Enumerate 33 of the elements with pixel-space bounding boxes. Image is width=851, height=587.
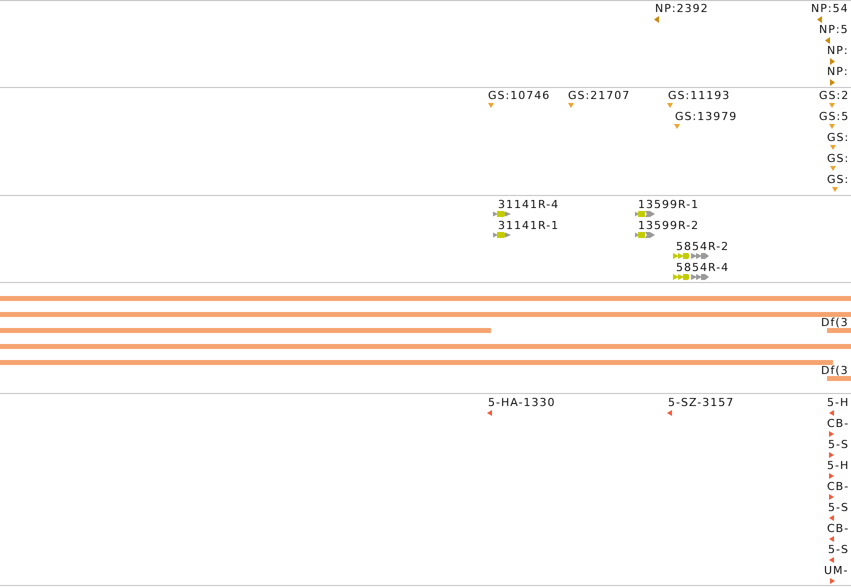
feature-label: 5-H: [827, 396, 850, 409]
feature-label: CB-: [827, 480, 850, 493]
feature-label: 13599R-1: [638, 198, 700, 211]
feature-label: CB-: [827, 522, 850, 535]
feature-label: GS:5: [819, 110, 850, 123]
feature-label: 5854R-4: [676, 261, 730, 274]
feature-label: GS:: [827, 131, 850, 144]
feature-label: GS:: [827, 173, 850, 186]
feature-label: 13599R-2: [638, 219, 700, 232]
feature-label: UM-: [824, 564, 849, 577]
feature-label: 5854R-2: [676, 240, 730, 253]
feature-label: NP:54: [811, 2, 849, 15]
feature-label: GS:2: [819, 89, 850, 102]
feature-label: 5-S: [828, 543, 849, 556]
feature-label: NP:2392: [655, 2, 709, 15]
feature-label: NP:: [827, 65, 849, 78]
feature-label: 5-HA-1330: [488, 396, 556, 409]
feature-label: GS:10746: [488, 89, 550, 102]
feature-label: 31141R-4: [498, 198, 560, 211]
feature-label: GS:: [827, 152, 850, 165]
feature-label: 5-S: [828, 501, 849, 514]
feature-label: GS:13979: [675, 110, 738, 123]
feature-label: GS:11193: [668, 89, 730, 102]
feature-label: NP:: [827, 44, 849, 57]
feature-label: Df(3: [821, 364, 849, 377]
feature-label: 31141R-1: [498, 219, 560, 232]
feature-label: 5-SZ-3157: [668, 396, 734, 409]
feature-label: CB-: [827, 417, 850, 430]
feature-label: NP:5: [819, 23, 849, 36]
feature-label: Df(3: [821, 316, 849, 329]
feature-label: GS:21707: [568, 89, 630, 102]
feature-label: 5-S: [828, 438, 849, 451]
feature-label: 5-H: [827, 459, 850, 472]
